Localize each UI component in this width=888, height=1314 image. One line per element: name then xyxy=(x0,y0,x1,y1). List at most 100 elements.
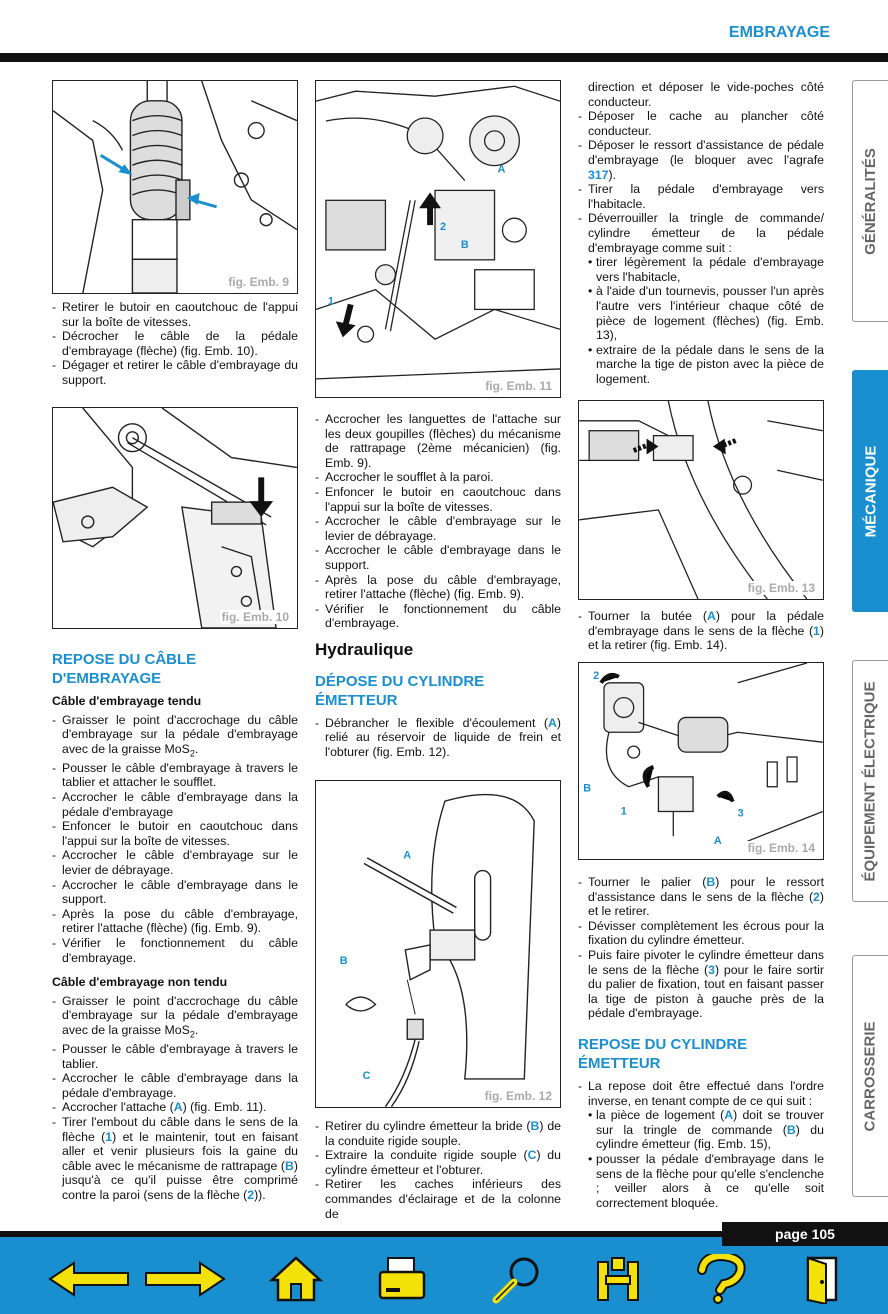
print-icon[interactable] xyxy=(376,1254,428,1304)
label-1: 1 xyxy=(621,805,627,817)
step: Déverrouiller la tringle de commande/ cy… xyxy=(578,211,824,255)
label-1: 1 xyxy=(328,295,334,307)
header-bar xyxy=(0,53,888,62)
figure-emb-10-drawing xyxy=(53,408,297,628)
exit-icon[interactable] xyxy=(800,1254,844,1304)
figure-caption: fig. Emb. 12 xyxy=(482,1089,554,1103)
label-b: B xyxy=(461,239,469,251)
bullet: tirer légèrement la pédale d'embrayage v… xyxy=(578,255,824,284)
column-3-bottom: Tourner le palier (B) pour le ressort d'… xyxy=(578,875,824,1210)
figure-caption: fig. Emb. 13 xyxy=(745,581,817,595)
step: Déposer le ressort d'assistance de pédal… xyxy=(578,138,824,182)
section-title: REPOSE DU CÂBLE D'EMBRAYAGE xyxy=(52,651,197,687)
home-icon[interactable] xyxy=(268,1254,324,1304)
figure-caption: fig. Emb. 9 xyxy=(226,275,291,289)
column-1-repose: REPOSE DU CÂBLE D'EMBRAYAGE Câble d'embr… xyxy=(52,636,298,1203)
figure-emb-12-drawing: A B C xyxy=(340,793,535,1107)
label-b: B xyxy=(340,955,348,967)
label-a: A xyxy=(498,164,506,176)
column-1: Retirer le butoir en caoutchouc de l'app… xyxy=(52,300,298,388)
step: Dévisser complètement les écrous pour la… xyxy=(578,919,824,948)
step: Accrocher le câble d'embrayage dans la p… xyxy=(52,1071,298,1100)
label-2: 2 xyxy=(593,670,599,682)
step: Pousser le câble d'embrayage à travers l… xyxy=(52,761,298,790)
step: Accrocher le câble d'embrayage sur le le… xyxy=(315,514,561,543)
figure-caption: fig. Emb. 10 xyxy=(219,610,291,624)
tab-generalites[interactable]: GÉNÉRALITÉS xyxy=(852,80,888,322)
step: Accrocher le câble d'embrayage dans le s… xyxy=(315,543,561,572)
section-title: REPOSE DU CYLINDRE ÉMETTEUR xyxy=(578,1035,748,1072)
figure-caption: fig. Emb. 11 xyxy=(483,379,554,393)
step: Enfoncer le butoir en caoutchouc dans l'… xyxy=(315,485,561,514)
page-number: page 105 xyxy=(722,1222,888,1246)
heading-hydraulique: Hydraulique xyxy=(315,639,414,659)
step: Puis faire pivoter le cylindre émetteur … xyxy=(578,948,824,1021)
step: La repose doit être effectué dans l'ordr… xyxy=(578,1079,824,1108)
figure-emb-12: A B C fig. Emb. 12 xyxy=(315,780,561,1108)
step: Retirer du cylindre émetteur la bride (B… xyxy=(315,1119,561,1148)
column-3: direction et déposer le vide-poches côté… xyxy=(578,80,824,386)
step: Tourner le palier (B) pour le ressort d'… xyxy=(578,875,824,919)
step: Pousser le câble d'embrayage à travers l… xyxy=(52,1042,298,1071)
arrow-right-icon[interactable] xyxy=(142,1254,226,1304)
step: Déposer le cache au plancher côté conduc… xyxy=(578,109,824,138)
bullet: extraire de la pédale dans le sens de la… xyxy=(578,343,824,387)
section-header: EMBRAYAGE xyxy=(728,24,830,41)
label-2: 2 xyxy=(440,221,446,233)
arrow-left-icon[interactable] xyxy=(48,1254,132,1304)
tab-carrosserie[interactable]: CARROSSERIE xyxy=(852,955,888,1197)
label-c: C xyxy=(363,1070,371,1082)
step: Accrocher le câble d'embrayage sur le le… xyxy=(52,848,298,877)
label-a: A xyxy=(403,850,411,862)
figure-emb-11: A B 1 2 fig. Emb. 11 xyxy=(315,80,561,398)
navigation-bar xyxy=(0,1237,888,1314)
subsection-title: Câble d'embrayage non tendu xyxy=(52,975,228,990)
index-icon[interactable] xyxy=(592,1254,644,1304)
column-2-bottom: Retirer du cylindre émetteur la bride (B… xyxy=(315,1119,561,1221)
search-icon[interactable] xyxy=(490,1254,546,1304)
label-3: 3 xyxy=(738,807,744,819)
bullet: à l'aide d'un tournevis, pousser l'un ap… xyxy=(578,284,824,342)
figure-emb-13: fig. Emb. 13 xyxy=(578,400,824,600)
step: Accrocher l'attache (A) (fig. Emb. 11). xyxy=(52,1100,298,1115)
tab-mecanique[interactable]: MÉCANIQUE xyxy=(852,370,888,612)
step: Accrocher le câble d'embrayage dans le s… xyxy=(52,878,298,907)
step: Extraire la conduite rigide souple (C) d… xyxy=(315,1148,561,1177)
figure-emb-10: fig. Emb. 10 xyxy=(52,407,298,629)
step: Vérifier le fonctionnement du câble d'em… xyxy=(315,602,561,631)
figure-emb-11-drawing: A B 1 2 xyxy=(316,85,560,380)
column-3-mid: Tourner la butée (A) pour la pédale d'em… xyxy=(578,609,824,653)
column-2: Accrocher les languettes de l'attache su… xyxy=(315,412,561,759)
figure-emb-14-drawing: 2 B 1 3 A xyxy=(583,663,823,847)
step: Dégager et retirer le câble d'embrayage … xyxy=(52,358,298,387)
step: Tirer l'embout du câble dans le sens de … xyxy=(52,1115,298,1203)
figure-emb-13-drawing xyxy=(579,401,823,599)
figure-emb-9-drawing xyxy=(53,81,297,293)
step: Après la pose du câble d'embrayage, reti… xyxy=(52,907,298,936)
step: Décrocher le câble de la pédale d'embray… xyxy=(52,329,298,358)
bullet: la pièce de logement (A) doit se trouver… xyxy=(578,1108,824,1152)
step: Accrocher le soufflet à la paroi. xyxy=(315,470,561,485)
tab-equipement-electrique[interactable]: ÉQUIPEMENT ÉLECTRIQUE xyxy=(852,660,888,902)
continued-text: direction et déposer le vide-poches côté… xyxy=(588,80,824,109)
step: Graisser le point d'accrochage du câble … xyxy=(52,713,298,761)
step: Tourner la butée (A) pour la pédale d'em… xyxy=(578,609,824,653)
step: Retirer le butoir en caoutchouc de l'app… xyxy=(52,300,298,329)
step: Tirer la pédale d'embrayage vers l'habit… xyxy=(578,182,824,211)
label-b: B xyxy=(583,783,591,795)
label-a: A xyxy=(714,835,722,847)
step: Accrocher le câble d'embrayage dans la p… xyxy=(52,790,298,819)
step: Accrocher les languettes de l'attache su… xyxy=(315,412,561,470)
section-title: DÉPOSE DU CYLINDRE ÉMETTEUR xyxy=(315,672,485,709)
bullet: pousser la pédale d'embrayage dans le se… xyxy=(578,1152,824,1210)
step: Vérifier le fonctionnement du câble d'em… xyxy=(52,936,298,965)
figure-emb-9: fig. Emb. 9 xyxy=(52,80,298,294)
step: Retirer les caches inférieurs des comman… xyxy=(315,1177,561,1221)
footer-strip xyxy=(0,1231,888,1239)
step: Enfoncer le butoir en caoutchouc dans l'… xyxy=(52,819,298,848)
figure-emb-14: 2 B 1 3 A fig. Emb. 14 xyxy=(578,662,824,860)
help-icon[interactable] xyxy=(690,1254,750,1304)
figure-caption: fig. Emb. 14 xyxy=(745,841,817,855)
step: Après la pose du câble d'embrayage, reti… xyxy=(315,573,561,602)
step: Débrancher le flexible d'écoulement (A) … xyxy=(315,716,561,760)
